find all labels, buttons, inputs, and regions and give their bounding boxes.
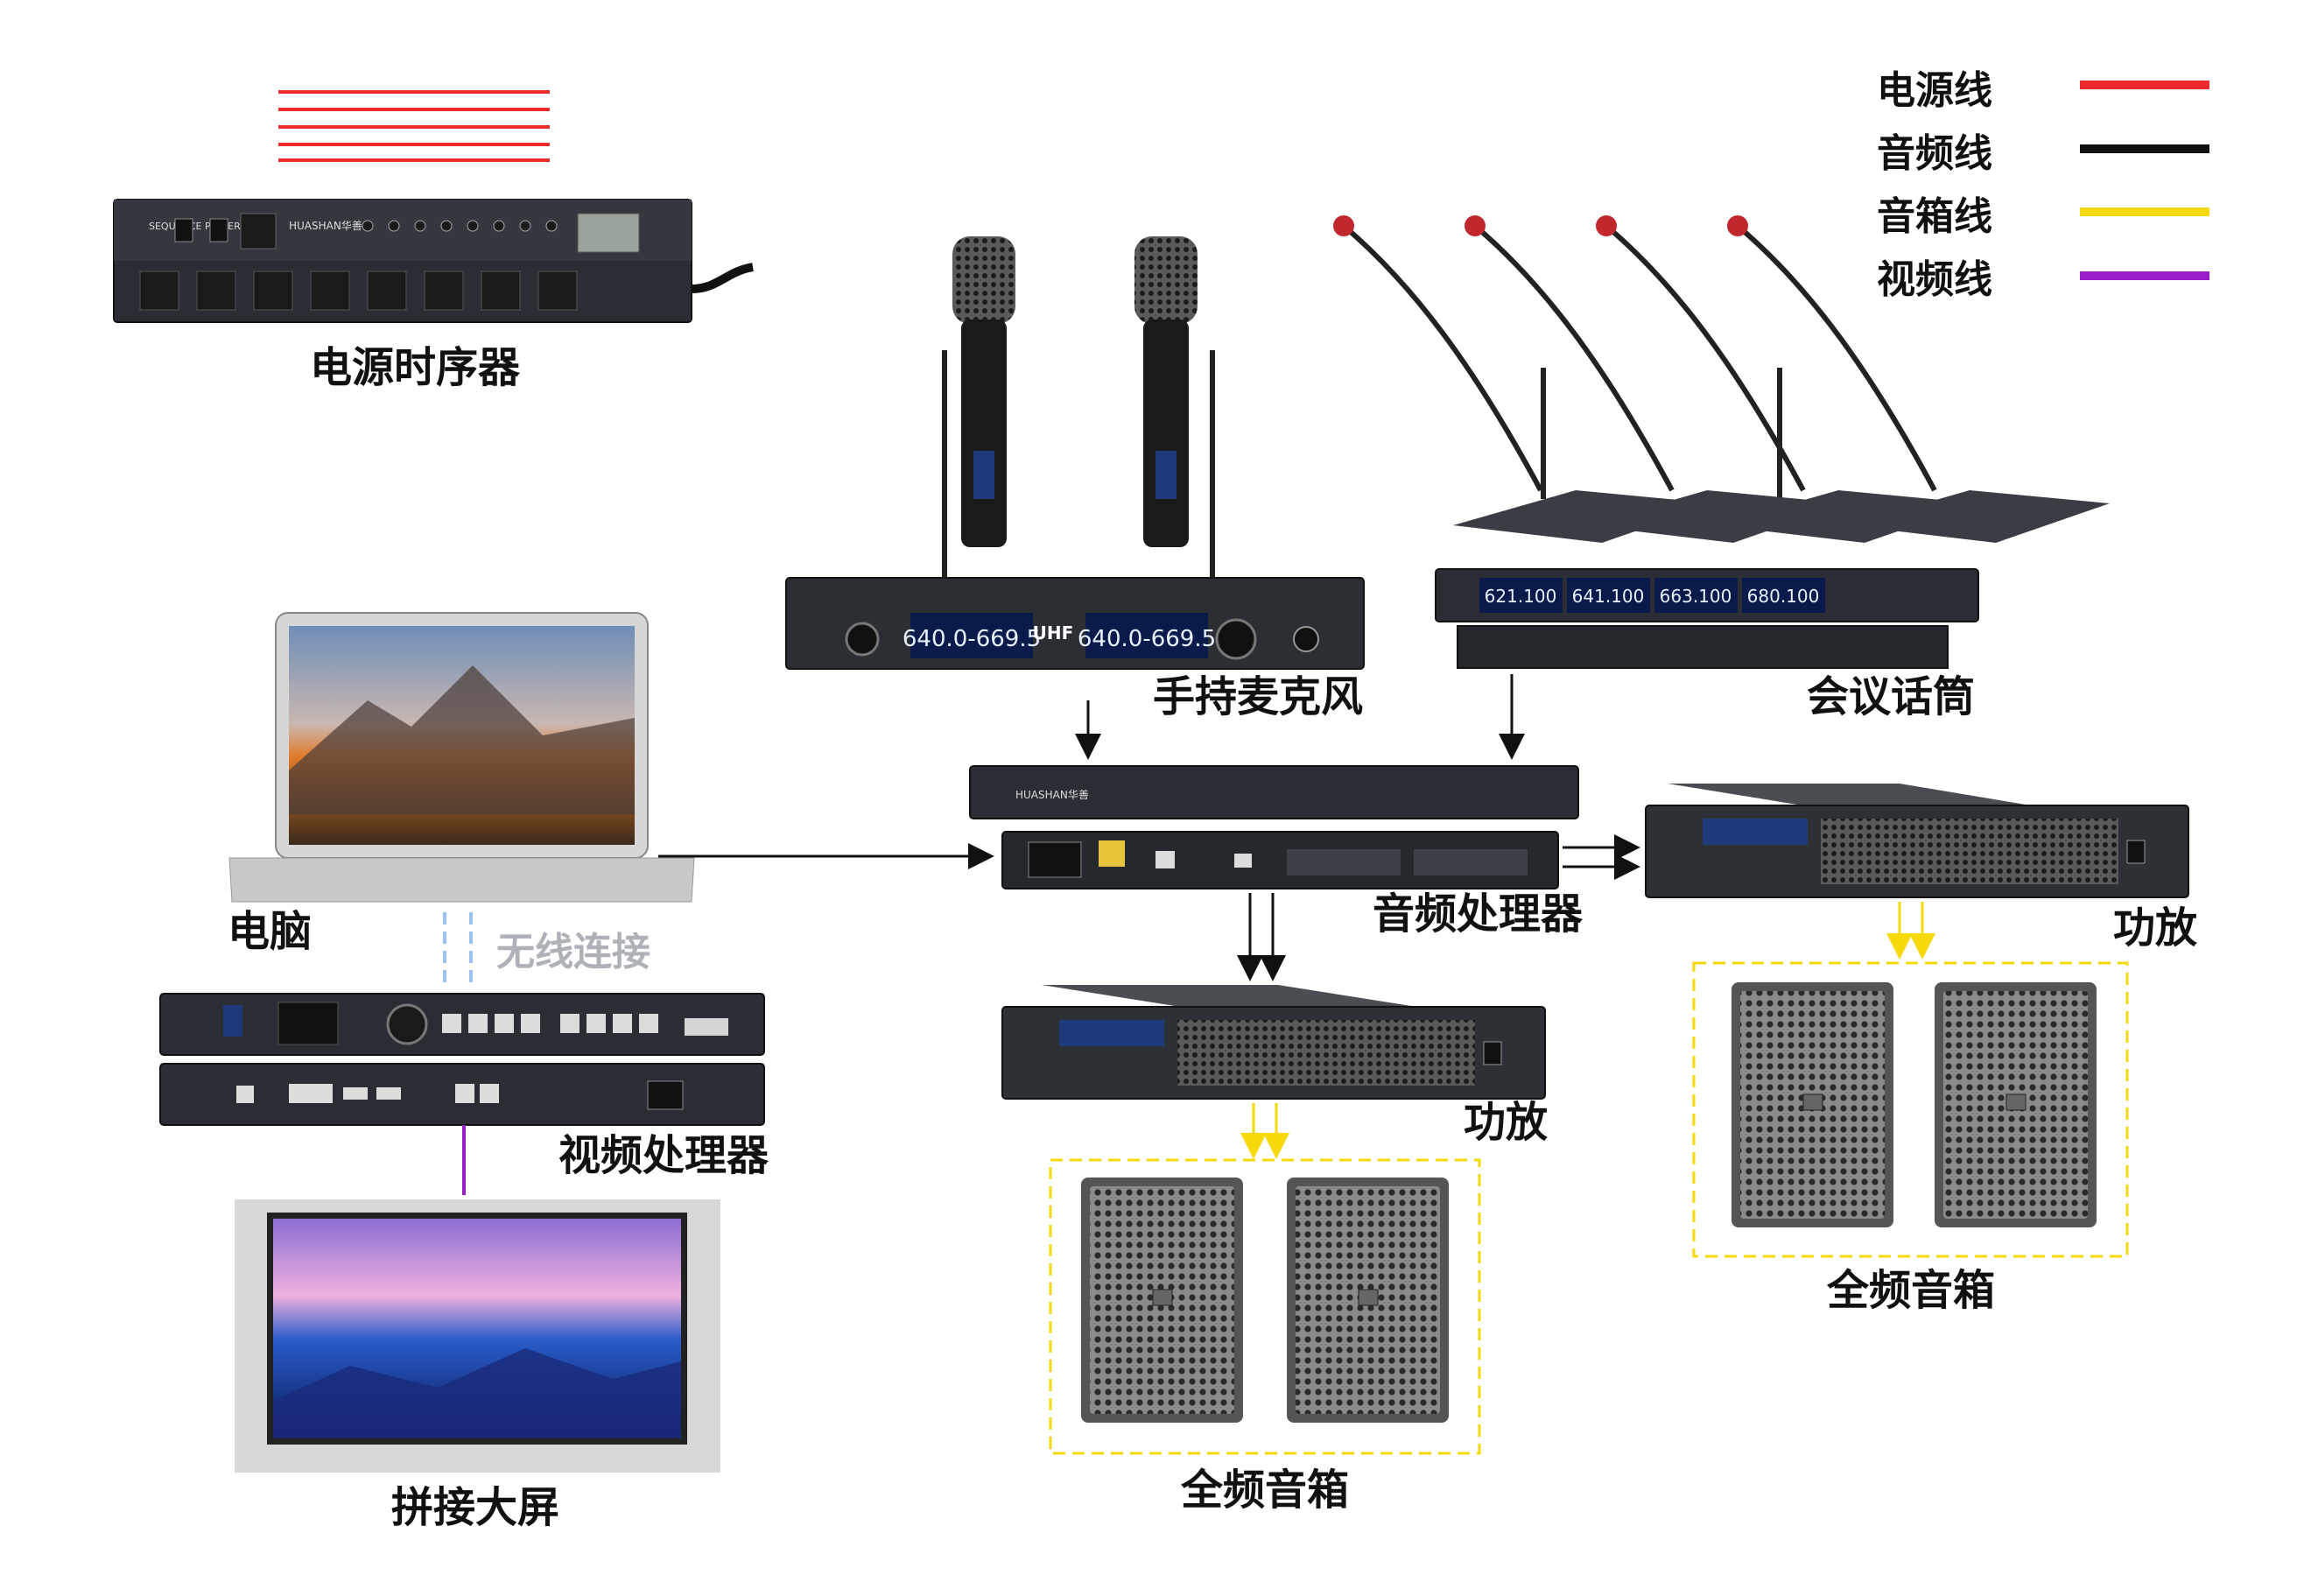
label-speakers-center: 全频音箱 (1180, 1466, 1349, 1515)
mic-band-label: UHF (1033, 622, 1074, 643)
power-cable-lines (278, 90, 550, 162)
mic-display-b-panel (1085, 613, 1208, 658)
speakers-right: 全频音箱 (1692, 961, 2129, 1315)
conf-display-4: 680.100 (1747, 586, 1820, 607)
mic-vol-a-knob (845, 622, 880, 657)
video-wall: 拼接大屏 (235, 1199, 720, 1532)
label-handheld-mic: 手持麦克风 (1153, 672, 1363, 721)
legend-swatch-power (2080, 81, 2209, 89)
label-power-sequencer: 电源时序器 (310, 343, 521, 392)
label-amp-right: 功放 (2113, 903, 2197, 953)
mic-receiver (785, 577, 1365, 670)
seq-lcd-display (577, 213, 640, 253)
audio-connections (658, 674, 1640, 981)
seq-power-cord (691, 263, 755, 293)
speaker-right-1 (1731, 982, 1893, 1227)
label-speakers-right: 全频音箱 (1826, 1266, 1995, 1315)
speakers-right-frame (1692, 961, 2129, 1258)
amp-center: 功放 (1001, 985, 1548, 1147)
legend-label-audio: 音频线 (1877, 131, 1992, 176)
wireless-link: 无线连接 (443, 912, 650, 989)
conf-display-2: 641.100 (1572, 586, 1645, 607)
video-processor: 视频处理器 (159, 993, 769, 1195)
video-proc-buttons (442, 1014, 658, 1033)
conference-mic-system: 621.100 641.100 663.100 680.100 会议话筒 (1333, 215, 2110, 721)
label-video-processor: 视频处理器 (558, 1131, 769, 1180)
mic-antenna-right (1210, 350, 1215, 587)
conf-display-3: 663.100 (1660, 586, 1732, 607)
legend-label-power: 电源线 (1877, 68, 1992, 113)
legend: 电源线 音频线 音箱线 视频线 (1877, 68, 2209, 302)
speakers-center: 全频音箱 (1049, 1158, 1481, 1515)
conf-receiver-rear (1457, 625, 1949, 669)
label-conference-mic: 会议话筒 (1807, 672, 1975, 721)
wireless-label: 无线连接 (496, 930, 650, 974)
seq-maker-text: HUASHAN华善 (289, 219, 362, 232)
conf-display-1: 621.100 (1485, 586, 1557, 607)
speaker-center-1 (1081, 1178, 1243, 1423)
handheld-mic-1 (952, 236, 1015, 547)
gooseneck-mics (1333, 215, 2110, 543)
legend-label-video: 视频线 (1877, 257, 1992, 302)
video-proc-knob (386, 1003, 428, 1045)
seq-indicator-leds (362, 220, 558, 232)
speaker-right-2 (1935, 982, 2097, 1227)
mic-vol-b-knob (1215, 618, 1257, 660)
speaker-center-2 (1287, 1178, 1449, 1423)
dsp-brand-text: HUASHAN华善 (1015, 788, 1089, 801)
label-audio-processor: 音频处理器 (1373, 889, 1584, 939)
seq-power-switch (174, 218, 193, 243)
power-sequencer: SEQUENCE POWER HUASHAN华善 电源时序器 (113, 90, 755, 392)
label-video-wall: 拼接大屏 (391, 1483, 559, 1532)
mic-antenna-left (942, 350, 947, 587)
mic-display-b: 640.0-669.5 (1078, 626, 1216, 652)
label-amp-center: 功放 (1464, 1098, 1548, 1147)
label-computer: 电脑 (228, 907, 312, 956)
laptop: 电脑 (228, 612, 695, 956)
speakers-center-frame (1049, 1158, 1481, 1455)
legend-swatch-speaker (2080, 207, 2209, 216)
mic-power-button (1293, 626, 1319, 652)
legend-swatch-video (2080, 271, 2209, 280)
audio-processor: HUASHAN华善 音频处理器 (969, 765, 1584, 939)
handheld-mic-2 (1134, 236, 1198, 547)
handheld-mic-system: 640.0-669.5 UHF 640.0-669.5 手持麦克风 (785, 236, 1365, 721)
seq-rear-outlets (139, 271, 578, 311)
seq-switch-2 (209, 218, 228, 243)
mic-display-a: 640.0-669.5 (903, 626, 1041, 652)
legend-swatch-audio (2080, 144, 2209, 153)
legend-label-speaker: 音箱线 (1877, 194, 1992, 239)
speaker-connections (1240, 902, 1935, 1159)
amp-right: 功放 (1645, 784, 2197, 953)
mic-display-a-panel (910, 613, 1033, 658)
seq-front-outlet (240, 213, 277, 250)
